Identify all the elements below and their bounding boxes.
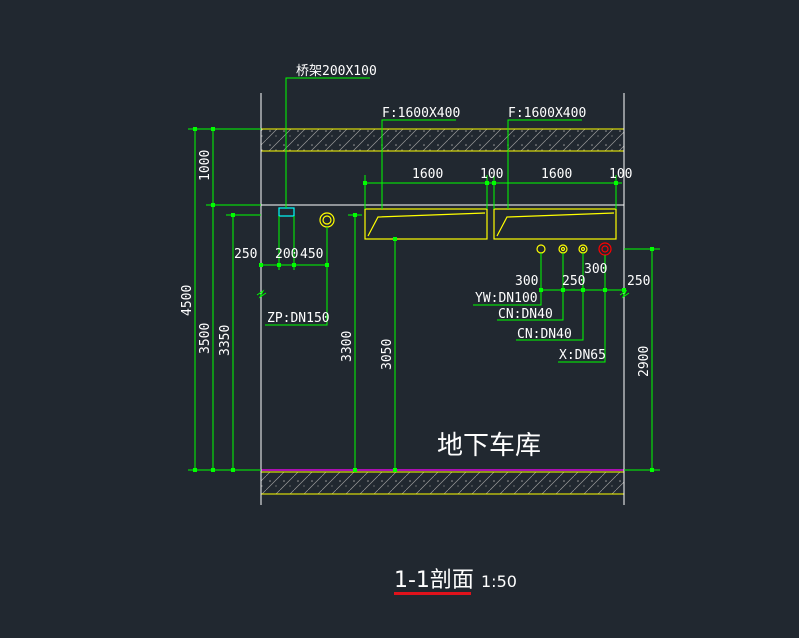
dimension-ticks bbox=[193, 127, 654, 472]
cn-pipe-symbol-1 bbox=[558, 244, 568, 254]
label-zp-pipe: ZP:DN150 bbox=[267, 311, 330, 326]
duct-right bbox=[493, 208, 617, 240]
dim-3500: 3500 bbox=[198, 323, 213, 354]
room-label: 地下车库 bbox=[437, 431, 541, 461]
dim-250-right: 250 bbox=[627, 274, 650, 289]
dimension-lines bbox=[188, 77, 660, 471]
label-cn-pipe-2: CN:DN40 bbox=[517, 327, 572, 342]
dim-100-b: 100 bbox=[609, 167, 632, 182]
dim-300-b: 300 bbox=[584, 262, 607, 277]
dim-1000: 1000 bbox=[198, 150, 213, 181]
top-slab bbox=[260, 128, 625, 152]
section-scale: 1:50 bbox=[481, 572, 517, 591]
dim-1600-a: 1600 bbox=[412, 167, 443, 182]
dim-250-left: 250 bbox=[234, 247, 257, 262]
dim-300-a: 300 bbox=[515, 274, 538, 289]
dim-250-mid: 250 bbox=[562, 274, 585, 289]
section-title: 1-1剖面 bbox=[394, 568, 474, 593]
vertical-dimension-texts: 1000 4500 3500 3350 3300 3050 2900 bbox=[180, 150, 652, 377]
cable-tray bbox=[278, 207, 295, 217]
dim-1600-b: 1600 bbox=[541, 167, 572, 182]
dim-100-a: 100 bbox=[480, 167, 503, 182]
dim-3050: 3050 bbox=[380, 339, 395, 370]
bottom-slab bbox=[260, 471, 625, 495]
label-x-pipe: X:DN65 bbox=[559, 348, 606, 363]
label-cable-tray: 桥架200X100 bbox=[296, 64, 377, 79]
annotations: 桥架200X100 F:1600X400 F:1600X400 ZP:DN150… bbox=[267, 64, 606, 363]
label-cn-pipe-1: CN:DN40 bbox=[498, 307, 553, 322]
label-duct-left: F:1600X400 bbox=[382, 106, 460, 121]
dim-3300: 3300 bbox=[340, 331, 355, 362]
dim-200: 200 bbox=[275, 247, 298, 262]
dim-4500: 4500 bbox=[180, 285, 195, 316]
dim-2900: 2900 bbox=[637, 346, 652, 377]
duct-left bbox=[364, 208, 488, 240]
label-duct-right: F:1600X400 bbox=[508, 106, 586, 121]
label-yw-pipe: YW:DN100 bbox=[475, 291, 538, 306]
yw-pipe-symbol bbox=[536, 244, 546, 254]
dim-450: 450 bbox=[300, 247, 323, 262]
cn-pipe-symbol-2 bbox=[578, 244, 588, 254]
title-underline bbox=[394, 592, 471, 595]
x-pipe-symbol bbox=[598, 242, 612, 256]
zp-pipe-symbol bbox=[319, 212, 335, 228]
dimension-texts: 1600 100 1600 100 250 200 450 300 250 30… bbox=[234, 167, 650, 289]
dim-3350: 3350 bbox=[218, 325, 233, 356]
